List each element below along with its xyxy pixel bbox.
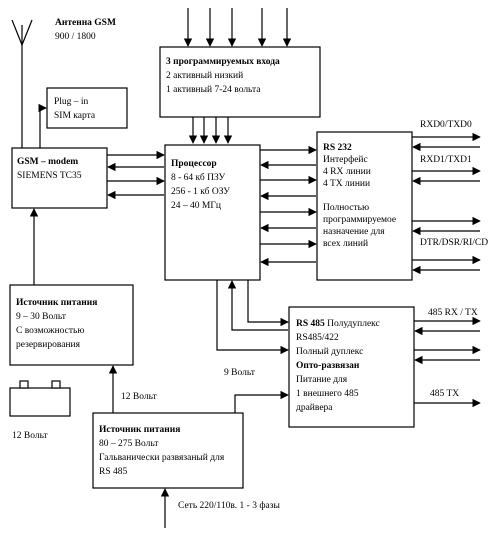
cpu-rs232-arrows: [260, 145, 317, 267]
inputs-line2: 1 активный 7-24 вольта: [166, 84, 261, 95]
psu1-output-label: 12 Вольт: [121, 392, 158, 402]
rs485-external-arrows: [414, 316, 481, 408]
rs485-line3: Опто-развязан: [296, 361, 360, 371]
battery-label: 12 Вольт: [12, 431, 49, 441]
inputs-box: [159, 46, 321, 118]
cpu-line3: 24 – 40 МГц: [171, 201, 221, 211]
psu1-line3: резервирования: [16, 340, 81, 350]
gsm-modem-box: [11, 147, 108, 209]
rs232-title: RS 232: [323, 143, 352, 153]
rs485-box: [288, 306, 415, 428]
rxd1-label: RXD1/TXD1: [420, 155, 472, 165]
rs485-line1: RS485/422: [296, 333, 339, 343]
rs232-line1: Интерфейс: [323, 154, 368, 165]
rs232-line7: всех линий: [323, 238, 368, 249]
gsm-line1: SIEMENS TC35: [17, 171, 82, 181]
rs232-line4: Полностью: [323, 203, 369, 213]
rs485-line4: Питание для: [296, 375, 348, 385]
inputs-title: 3 программируемых входа: [166, 57, 280, 67]
rs232-box: [316, 131, 413, 281]
rs485-title-line: RS 485 Полудуплекс: [296, 319, 380, 329]
psu2-title: Источник питания: [99, 425, 180, 435]
rs232-line6: назначение для: [323, 227, 385, 237]
antenna-bands: 900 / 1800: [55, 32, 96, 42]
rs232-line3: 4 TX линии: [323, 179, 370, 189]
psu1-line1: 9 – 30 Вольт: [16, 312, 67, 322]
rxd0-label: RXD0/TXD0: [420, 120, 472, 130]
sim-line1: Plug – in: [54, 97, 89, 107]
rs232-line2: 4 RX линии: [323, 167, 371, 177]
cpu-line2: 256 - 1 кб ОЗУ: [171, 186, 230, 197]
psu2-line3: RS 485: [99, 467, 127, 477]
antenna-title: Антенна GSM: [55, 18, 116, 28]
cpu-rs485-links: [216, 280, 289, 355]
dtr-label: DTR/DSR/RI/CD: [420, 238, 488, 248]
rs485-title: RS 485: [296, 319, 325, 329]
rs485-rxtx-label: 485 RX / TX: [428, 308, 478, 318]
gsm-cpu-arrows: [107, 150, 165, 200]
antenna-icon: [11, 19, 33, 148]
rs232-line5: программируемое: [323, 215, 396, 225]
cpu-line1: 8 - 64 кб ПЗУ: [171, 172, 226, 183]
psu2-to-rs485-arrow: [234, 390, 289, 413]
psu1-line2: С возможностью: [16, 326, 84, 336]
rs485-tx-label: 485 TX: [430, 389, 459, 399]
sim-box: [46, 87, 128, 129]
psu2-line1: 80 – 275 Вольт: [99, 439, 159, 449]
rs232-external-arrows: [412, 132, 481, 275]
inputs-to-cpu-arrows: [188, 117, 233, 144]
psu2-line2: Гальванически развязаный для: [99, 452, 225, 463]
psu1-box: [9, 284, 134, 366]
inputs-line1: 2 активный низкий: [166, 70, 243, 81]
cpu-box: [164, 144, 261, 281]
rs485-line2: Полный дуплекс: [296, 346, 363, 357]
rs485-line6: драйвера: [296, 402, 333, 413]
psu1-title: Источник питания: [16, 298, 97, 308]
battery-icon: [9, 380, 71, 417]
mains-label: Сеть 220/110в. 1 - 3 фазы: [178, 500, 280, 511]
cpu-title: Процессор: [171, 159, 217, 169]
sim-line2: SIM карта: [54, 111, 96, 121]
rs485-line5: 1 внешнего 485: [296, 389, 359, 399]
nine-volt-label: 9 Вольт: [224, 368, 256, 378]
input-arrows: [183, 8, 292, 47]
psu2-box: [92, 412, 244, 489]
gsm-title: GSM – modem: [17, 157, 78, 167]
rs485-title-rest: Полудуплекс: [325, 319, 380, 329]
